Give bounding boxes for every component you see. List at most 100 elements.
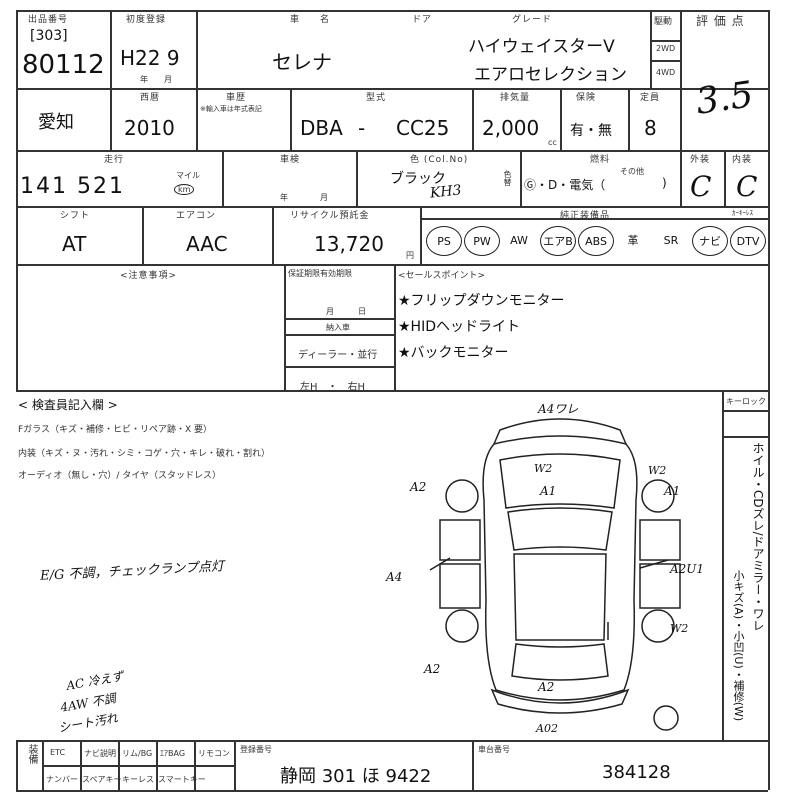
car-hood bbox=[499, 453, 621, 509]
door-right-rear bbox=[639, 563, 681, 609]
inspector-interior: 内装（キズ・ヌ・汚れ・シミ・コゲ・穴・キレ・破れ・割れ） bbox=[18, 449, 271, 459]
grade-line1: ハイウェイスターV bbox=[468, 37, 615, 57]
divider bbox=[722, 436, 768, 438]
insurance: 有・無 bbox=[570, 123, 612, 139]
divider bbox=[724, 150, 726, 206]
year-label: 西暦 bbox=[140, 93, 161, 103]
color-change-label: 色替 bbox=[503, 170, 512, 186]
divider bbox=[650, 40, 680, 42]
car-front-bumper bbox=[492, 418, 628, 446]
mark-a4-left: A4 bbox=[386, 570, 403, 584]
footer-remote: リモコン bbox=[198, 749, 230, 758]
divider bbox=[42, 765, 234, 767]
mileage: 141 521 bbox=[20, 174, 125, 199]
divider bbox=[680, 150, 682, 206]
inspection-label: 車検 bbox=[280, 155, 301, 165]
divider bbox=[650, 60, 680, 62]
month-day: 月 日 bbox=[326, 307, 366, 316]
interior-label: 内装 bbox=[732, 155, 753, 165]
wheel-front-right bbox=[641, 479, 675, 513]
note-engine: E/G 不調，チェックランプ点灯 bbox=[39, 559, 225, 584]
divider bbox=[110, 88, 112, 150]
exterior-label: 外装 bbox=[690, 155, 711, 165]
row1-divider bbox=[16, 88, 768, 90]
region: 愛知 bbox=[38, 112, 74, 133]
divider bbox=[420, 218, 768, 220]
mark-w2-tr: W2 bbox=[648, 464, 667, 477]
divider bbox=[472, 740, 474, 790]
inspector-glass: Fガラス（キズ・補修・ヒビ・リペア跡・X 要） bbox=[18, 425, 213, 435]
row3-divider bbox=[16, 206, 768, 208]
divider bbox=[420, 206, 422, 264]
equipment-item: ABS bbox=[578, 226, 614, 256]
registration: 静岡 301 ほ 9422 bbox=[280, 766, 432, 787]
sales-point-1: ★フリップダウンモニター bbox=[398, 293, 565, 309]
equipment-item: PW bbox=[464, 226, 500, 256]
divider bbox=[284, 318, 394, 320]
frame-top bbox=[16, 10, 768, 12]
type-label: 型式 bbox=[366, 93, 387, 103]
mark-a2-bottom: A2 bbox=[538, 680, 555, 694]
drive-2wd: 2WD bbox=[656, 44, 676, 53]
divider bbox=[394, 264, 396, 390]
arrival-label: 納入車 bbox=[326, 323, 350, 332]
insurance-label: 保険 bbox=[576, 93, 597, 103]
divider bbox=[680, 10, 682, 150]
fuel-other: その他 bbox=[620, 167, 644, 176]
divider bbox=[628, 88, 630, 150]
side-notes-1: ホイル・CDズレ/ドアミラー・ワレ bbox=[751, 442, 765, 632]
notes-label: <注意事項> bbox=[120, 271, 178, 281]
divider bbox=[722, 410, 768, 412]
shift-label: シフト bbox=[60, 211, 91, 221]
displacement: 2,000 bbox=[482, 116, 540, 140]
chassis-label: 車台番号 bbox=[478, 745, 510, 754]
score-label: 評 価 点 bbox=[696, 14, 745, 28]
grade-line2: エアロセレクション bbox=[474, 65, 627, 85]
recycle-label: リサイクル預託金 bbox=[290, 211, 370, 221]
mark-a2u1: A2U1 bbox=[670, 562, 705, 576]
door-left-front bbox=[439, 519, 481, 561]
mileage-unit: km bbox=[174, 184, 195, 195]
year: 2010 bbox=[124, 116, 175, 140]
side-notes-2: 小キズ(A)・小凹(U)・補修(W) bbox=[732, 570, 745, 722]
history-sub: ※輸入車は年式表記 bbox=[200, 105, 262, 113]
mileage-label: 走行 bbox=[104, 155, 125, 165]
capacity: 8 bbox=[644, 116, 657, 140]
sales-point-3: ★バックモニター bbox=[398, 345, 509, 361]
first-reg-label: 初度登録 bbox=[126, 15, 167, 25]
car-windshield bbox=[507, 507, 613, 551]
mark-a1-right: A1 bbox=[664, 484, 681, 498]
divider bbox=[356, 150, 358, 206]
model-name: セレナ bbox=[272, 50, 332, 74]
car-rear-bumper bbox=[490, 688, 630, 714]
steering: 左H ・ 右H bbox=[300, 382, 366, 393]
color: ブラック bbox=[390, 171, 446, 187]
footer-spare-key: スペアキー bbox=[82, 775, 122, 784]
equipment-item: PS bbox=[426, 226, 462, 256]
row4-divider bbox=[16, 264, 768, 266]
footer-etc: ETC bbox=[50, 748, 66, 757]
score: 3.5 bbox=[693, 74, 756, 123]
grade-label: グレード bbox=[512, 15, 553, 25]
first-reg: H22 9 bbox=[120, 46, 180, 70]
sales-point-2: ★HIDヘッドライト bbox=[398, 319, 520, 335]
exhibit-number: 80112 bbox=[22, 50, 105, 80]
color-label: 色 (Col.No) bbox=[410, 155, 469, 165]
displacement-label: 排気量 bbox=[500, 93, 531, 103]
ac-label: エアコン bbox=[176, 211, 217, 221]
door-right-front bbox=[639, 519, 681, 561]
row5-divider bbox=[16, 390, 768, 392]
wheel-rear-right bbox=[641, 609, 675, 643]
frame-left bbox=[16, 10, 18, 390]
footer-top bbox=[16, 740, 768, 742]
equipment-item: ナビ bbox=[692, 226, 728, 256]
type-dash: - bbox=[358, 116, 366, 140]
spare-wheel bbox=[653, 705, 679, 731]
divider bbox=[272, 206, 274, 264]
mark-a1-center: A1 bbox=[540, 484, 557, 498]
displacement-unit: cc bbox=[548, 138, 557, 147]
wheel-front-left bbox=[445, 479, 479, 513]
divider bbox=[650, 10, 652, 88]
exhibit-label: 出品番号 bbox=[28, 15, 69, 25]
